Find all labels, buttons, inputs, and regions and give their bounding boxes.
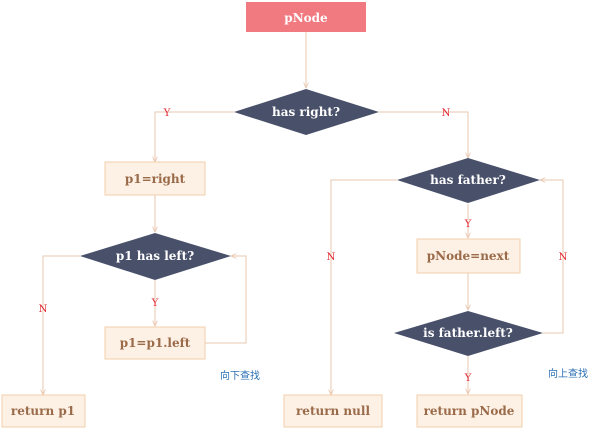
terminal-return-pnode: return pNode — [416, 394, 523, 428]
decision-has-father-label: has father? — [430, 173, 506, 187]
decision-is-father-left-label: is father.left? — [423, 326, 513, 340]
edge-label-has-father-no: N — [327, 252, 336, 263]
decision-p1-has-left-label: p1 has left? — [116, 249, 194, 263]
edge-label-has-right-no: N — [442, 108, 451, 119]
edge-label-is-father-left-no: N — [559, 252, 568, 263]
edge-label-has-father-yes: Y — [464, 219, 472, 230]
edge-label-has-right-yes: Y — [163, 108, 171, 119]
process-p1-left-label: p1=p1.left — [120, 336, 191, 350]
edge-label-p1-has-left-yes: Y — [151, 298, 159, 309]
decision-has-right-label: has right? — [272, 105, 340, 119]
note-search-down: 向下查找 — [220, 369, 260, 382]
decision-has-father: has father? — [397, 158, 540, 203]
connectors — [43, 32, 564, 395]
process-p1-left: p1=p1.left — [104, 326, 206, 360]
note-search-up: 向上查找 — [548, 367, 588, 380]
start-node: pNode — [246, 2, 366, 32]
edge-labels: Y N Y N Y N Y N — [39, 108, 568, 384]
edge-hasfather-no — [331, 179, 397, 395]
terminal-return-null: return null — [283, 394, 383, 428]
edge-p1hasleft-no — [43, 255, 80, 395]
edge-has-right-yes — [155, 111, 234, 162]
edge-p1left-loop — [205, 256, 247, 344]
terminal-return-pnode-label: return pNode — [424, 404, 515, 418]
edge-label-p1-has-left-no: N — [39, 304, 48, 315]
process-p1-right: p1=right — [104, 161, 206, 196]
start-node-label: pNode — [284, 11, 328, 25]
edge-isfatherleft-no — [540, 180, 564, 334]
decision-p1-has-left: p1 has left? — [80, 233, 231, 280]
terminal-return-p1: return p1 — [1, 394, 86, 428]
edge-label-is-father-left-yes: Y — [464, 373, 472, 384]
process-p1-right-label: p1=right — [125, 172, 186, 186]
process-pnode-next: pNode=next — [416, 238, 521, 274]
terminal-return-null-label: return null — [296, 404, 370, 418]
process-pnode-next-label: pNode=next — [427, 249, 510, 263]
decision-has-right: has right? — [234, 89, 379, 135]
decision-is-father-left: is father.left? — [394, 311, 543, 356]
terminal-return-p1-label: return p1 — [11, 404, 75, 418]
edge-has-right-no — [379, 111, 468, 158]
